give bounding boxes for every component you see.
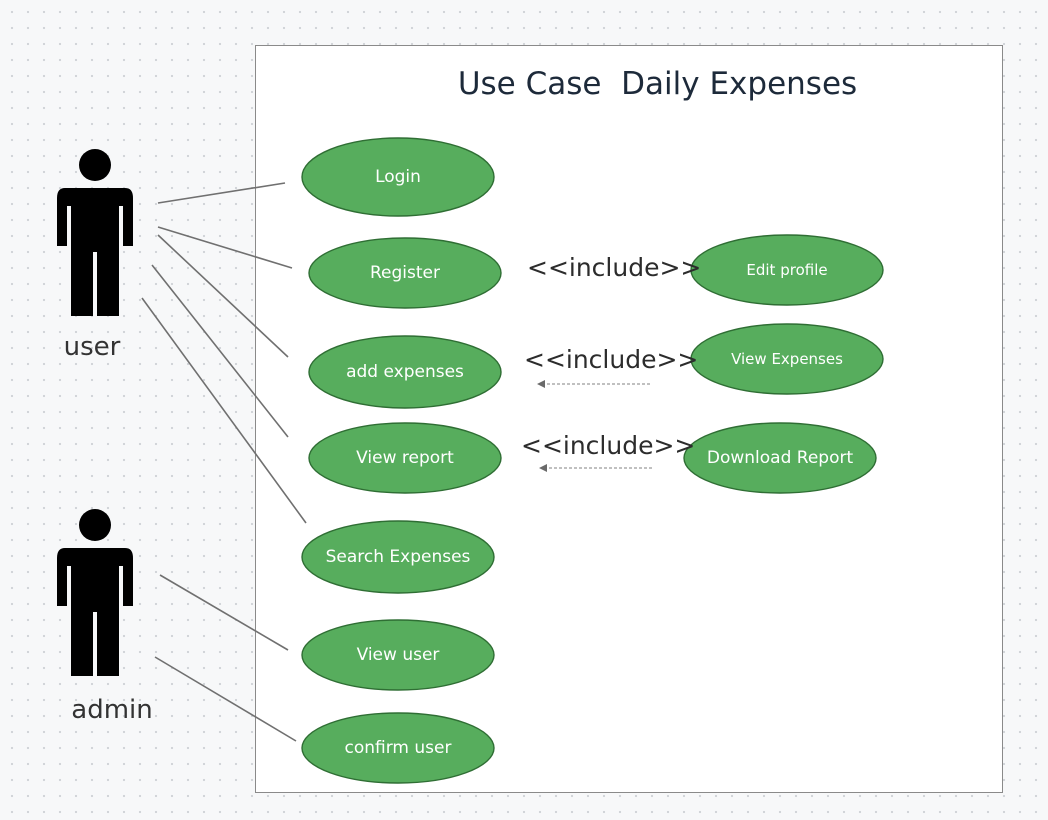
include-label: <<include>> (527, 253, 702, 282)
actor-head-icon (79, 149, 111, 181)
actor-user-figure[interactable] (57, 149, 133, 316)
association-user-add_expenses (157, 234, 289, 358)
use-case-view-expenses-ellipse[interactable] (690, 323, 884, 395)
actor-admin-label: admin (71, 695, 153, 725)
use-case-view-report-label: View report (356, 448, 454, 468)
association-admin-view_user (159, 574, 289, 651)
use-case-edit-profile-ellipse[interactable] (690, 234, 884, 306)
include-label: <<include>> (521, 431, 696, 460)
actor-admin-figure[interactable] (57, 509, 133, 676)
diagram-title: Use Case Daily Expenses (457, 66, 858, 102)
use-case-add-expenses-ellipse[interactable] (308, 335, 502, 409)
use-case-download-report-label: Download Report (706, 448, 854, 468)
include-label: <<include>> (524, 345, 699, 374)
association-user-login (157, 182, 286, 204)
use-case-confirm-user-ellipse[interactable] (301, 712, 495, 784)
actor-body-icon (57, 548, 133, 676)
actor-body-icon (57, 188, 133, 316)
use-case-login-ellipse[interactable] (301, 137, 495, 217)
use-case-view-user-label: View user (356, 645, 440, 665)
actor-user-label: user (63, 332, 121, 362)
use-case-view-user-ellipse[interactable] (301, 619, 495, 691)
association-user-search_expenses (141, 297, 307, 524)
use-case-login-label: Login (375, 167, 421, 187)
use-case-register-ellipse[interactable] (308, 237, 502, 309)
use-case-search-expenses-label: Search Expenses (325, 547, 471, 567)
association-admin-confirm_user (154, 656, 297, 742)
use-case-confirm-user-label: confirm user (344, 738, 452, 758)
include-arrowhead-icon (539, 464, 547, 472)
use-case-search-expenses-ellipse[interactable] (301, 520, 495, 594)
use-case-view-expenses-label: View Expenses (731, 350, 843, 368)
use-case-add-expenses-label: add expenses (346, 362, 464, 382)
use-case-download-report-ellipse[interactable] (683, 422, 877, 494)
actor-head-icon (79, 509, 111, 541)
use-case-edit-profile-label: Edit profile (746, 261, 828, 279)
use-case-register-label: Register (370, 263, 440, 283)
include-arrowhead-icon (537, 380, 545, 388)
use-case-view-report-ellipse[interactable] (308, 422, 502, 494)
association-user-register (157, 226, 293, 269)
association-user-view_report (151, 264, 289, 438)
